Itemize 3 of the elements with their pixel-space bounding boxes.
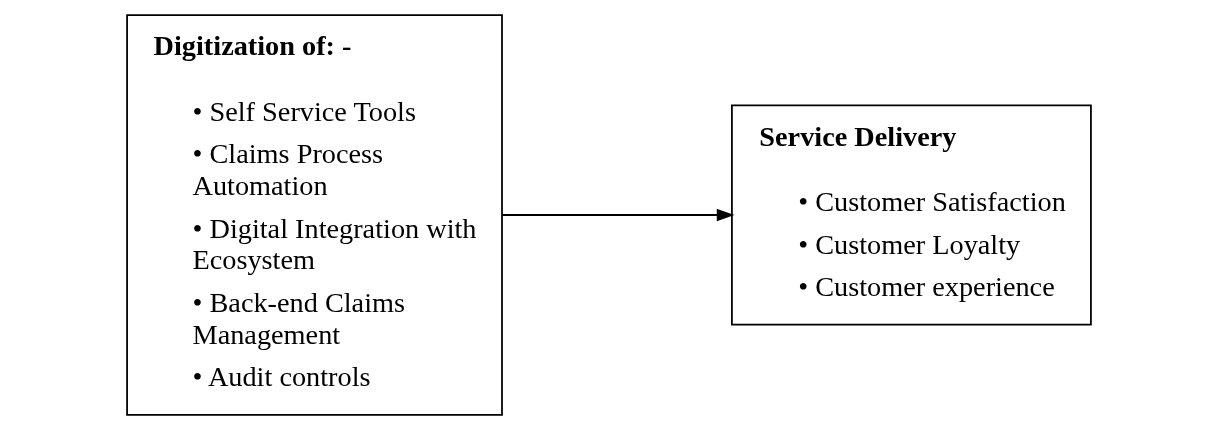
node-box: Service Delivery • Customer Satisfaction • Customer Loyalty • Customer experience [731,104,1092,326]
node-box: Digitization of: - • Self Service Tools • Claims Process Automation • Digital Integration with Ecosystem • Back-end Claims Management • Audit controls [126,14,503,416]
arrow [501,208,735,222]
